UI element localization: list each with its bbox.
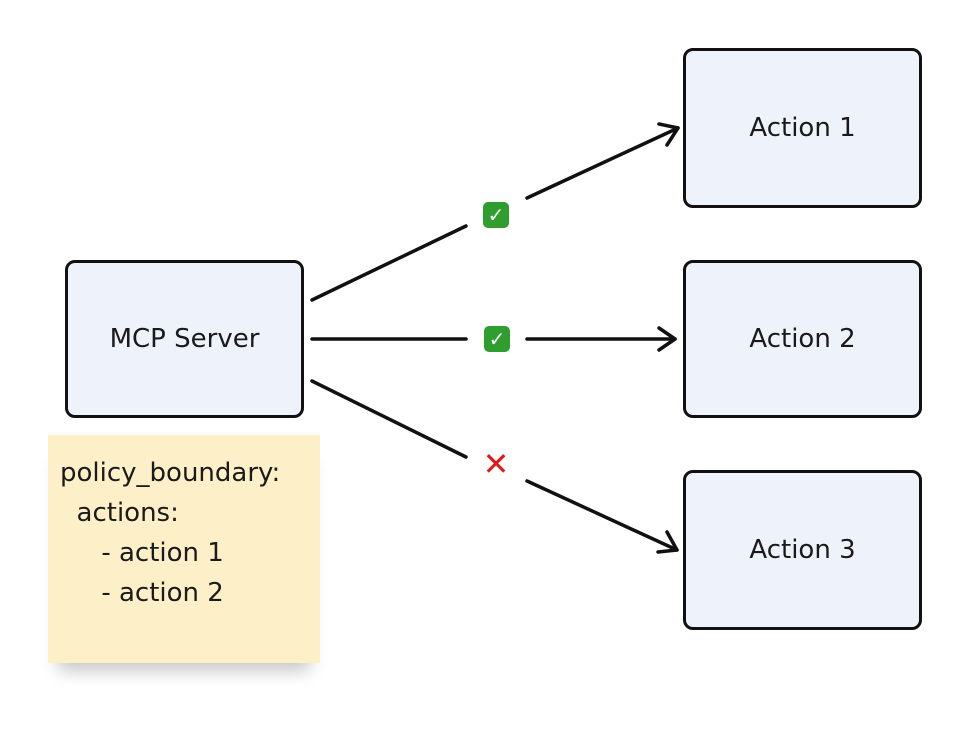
cross-mark-icon: ✕: [482, 445, 510, 483]
note-line: - action 2: [60, 578, 224, 608]
mcp-server-label: MCP Server: [109, 324, 260, 354]
edge-server-action-1-segment-a: [310, 224, 468, 302]
action-1-label: Action 1: [749, 113, 856, 143]
check-mark-icon: ✓: [483, 202, 509, 228]
arrowhead-action-1: [657, 122, 680, 147]
policy-boundary-note: policy_boundary: actions: - action 1 - a…: [48, 435, 320, 663]
note-line: actions:: [60, 498, 179, 528]
action-2-label: Action 2: [749, 324, 856, 354]
arrowhead-action-3: [656, 530, 679, 554]
action-3-label: Action 3: [749, 535, 856, 565]
note-line: policy_boundary:: [60, 458, 281, 488]
edge-server-action-1-segment-b: [525, 126, 680, 200]
mcp-server-node[interactable]: MCP Server: [65, 260, 304, 418]
action-1-node[interactable]: Action 1: [683, 48, 922, 208]
note-line: - action 1: [60, 538, 224, 568]
action-2-node[interactable]: Action 2: [683, 260, 922, 418]
action-3-node[interactable]: Action 3: [683, 470, 922, 630]
check-mark-icon: ✓: [484, 326, 510, 352]
edge-server-action-3-segment-a: [310, 379, 468, 459]
arrowhead-action-2: [657, 326, 677, 352]
edge-server-action-3-segment-b: [525, 479, 679, 552]
